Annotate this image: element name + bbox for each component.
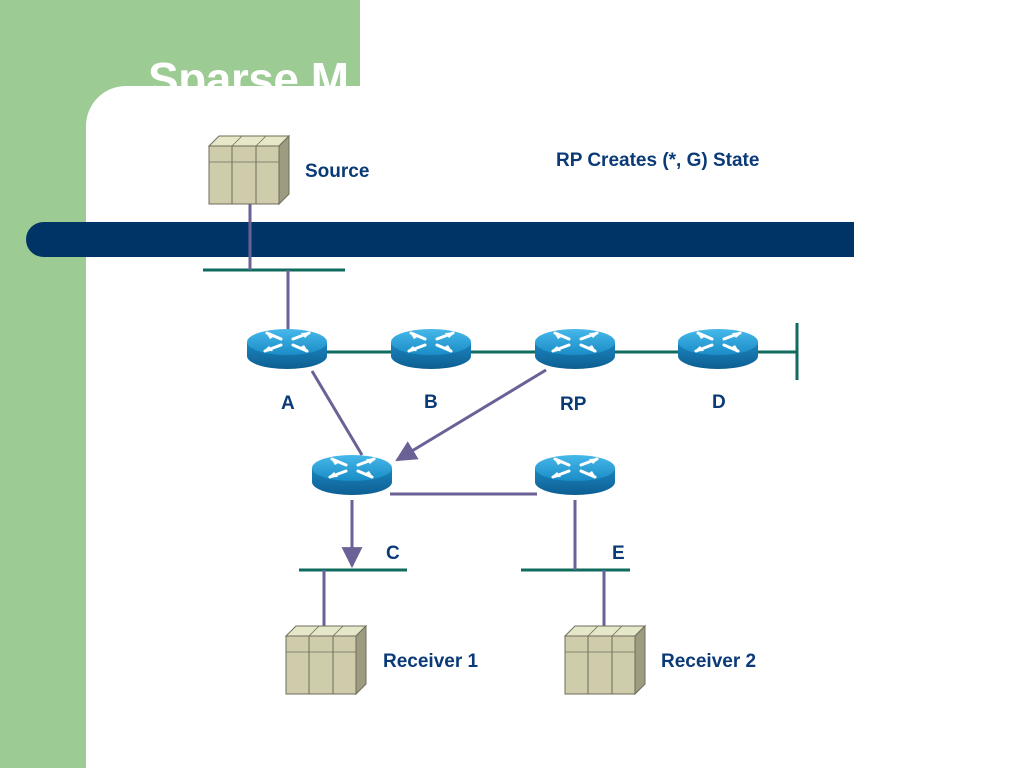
router-c-label: C: [386, 543, 400, 564]
router-d-icon: [676, 327, 760, 371]
router-b-label: B: [424, 392, 438, 413]
router-d-label: D: [712, 392, 726, 413]
router-a-icon: [245, 327, 329, 371]
router-rp-label: RP: [560, 394, 587, 415]
router-a-label: A: [281, 393, 295, 414]
link-a-c: [310, 370, 364, 456]
router-rp-icon: [533, 327, 617, 371]
diagram-caption: RP Creates (*, G) State: [556, 150, 760, 171]
receiver1-label: Receiver 1: [383, 651, 479, 672]
receiver2-label: Receiver 2: [661, 651, 757, 672]
router-c-icon: [310, 453, 394, 497]
header-bar: [26, 222, 854, 257]
join-arrow-rp-c: [395, 368, 547, 462]
router-e-label: E: [612, 543, 625, 564]
receiver1-server-icon: [285, 625, 367, 695]
router-b-icon: [389, 327, 473, 371]
source-server-icon: [208, 135, 290, 205]
router-e-icon: [533, 453, 617, 497]
receiver2-server-icon: [564, 625, 646, 695]
source-label: Source: [305, 161, 370, 182]
